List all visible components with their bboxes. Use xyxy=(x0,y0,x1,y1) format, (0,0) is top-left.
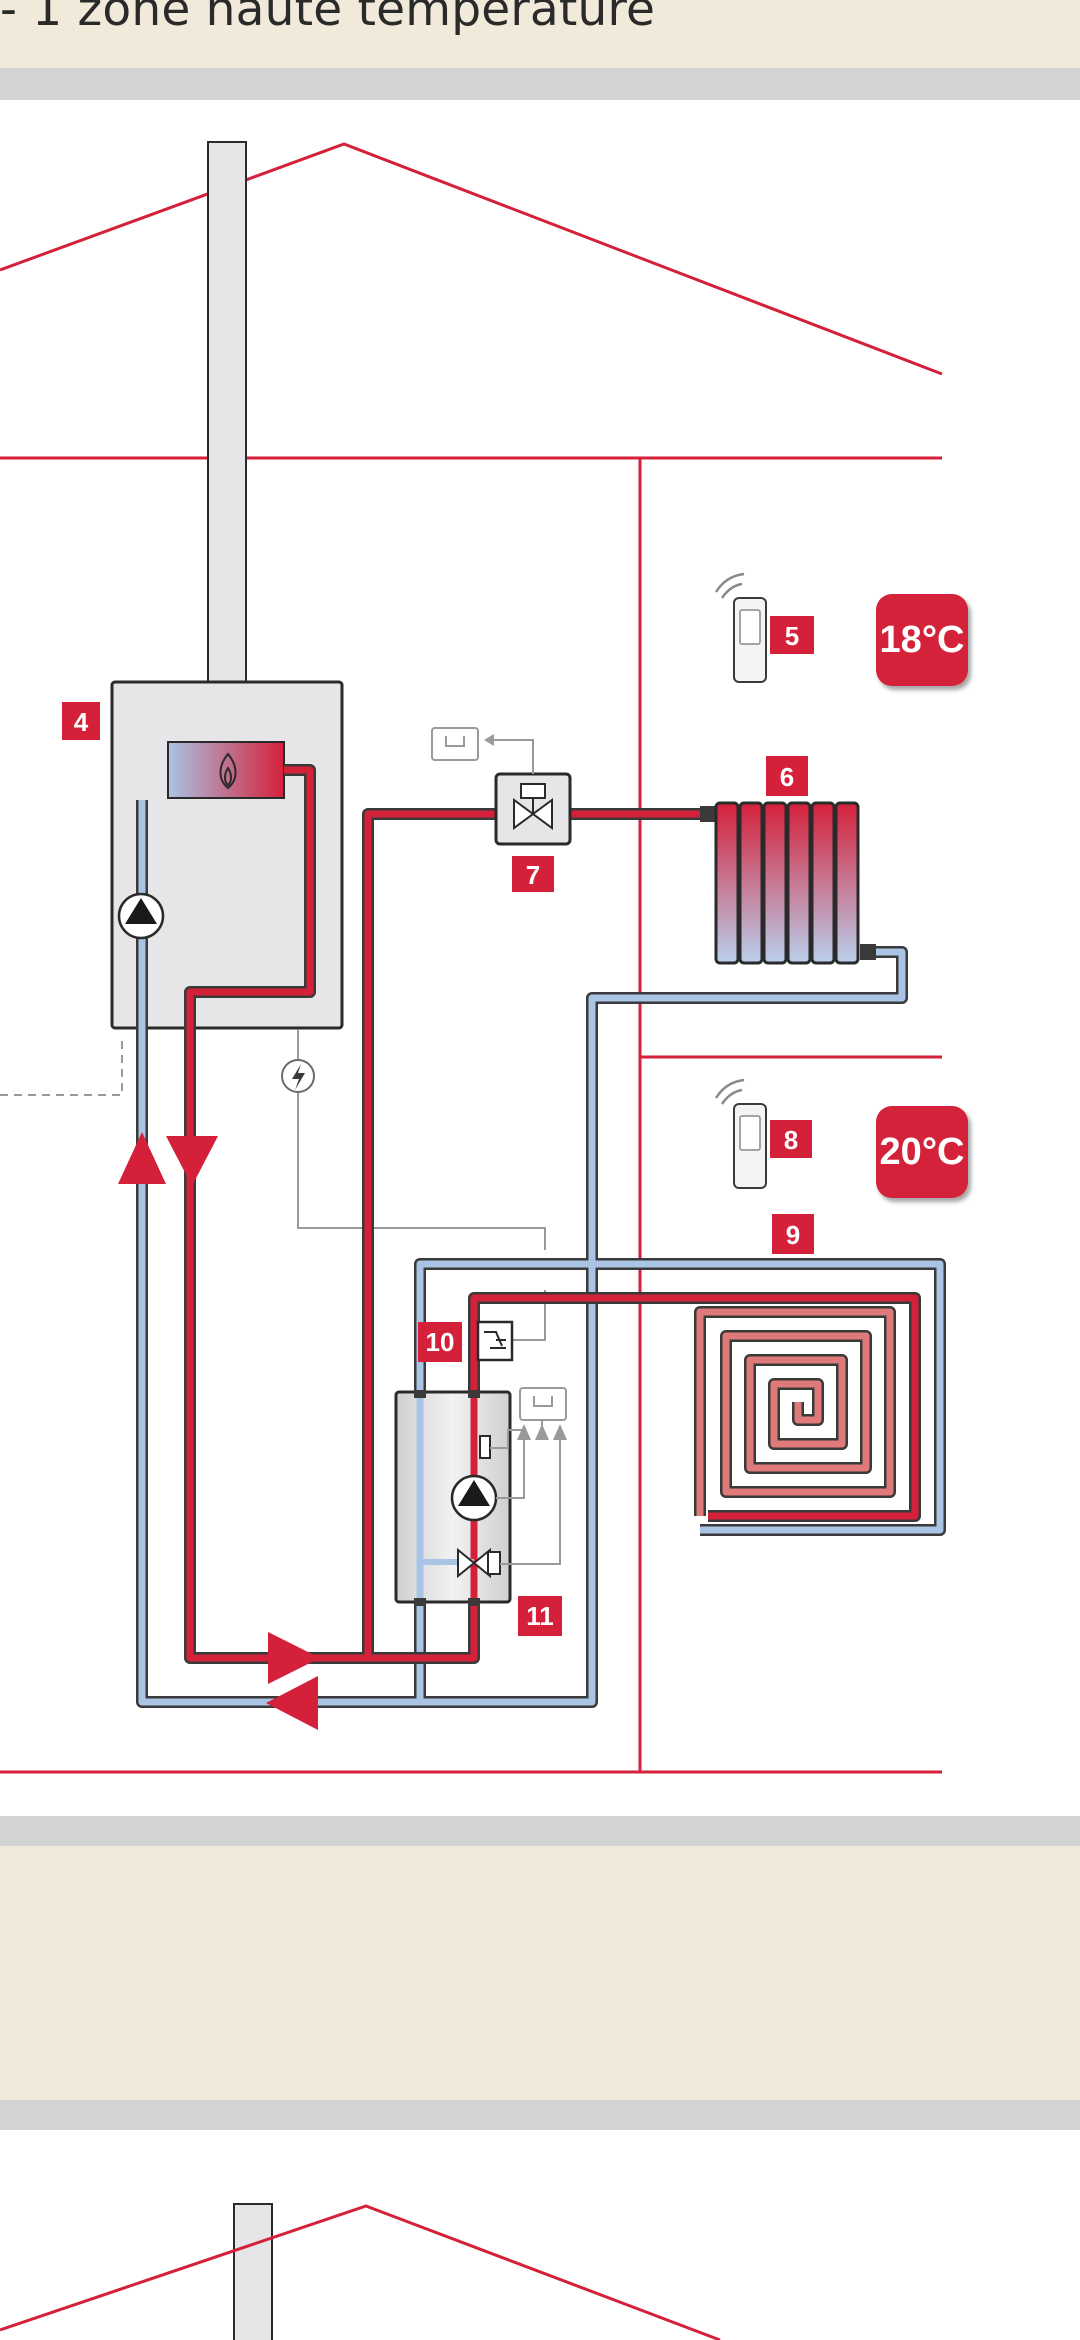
svg-text:8: 8 xyxy=(784,1125,798,1155)
valve-icon xyxy=(494,772,572,846)
floor-heating-icon xyxy=(694,1306,896,1516)
thermostat-icon xyxy=(519,1387,567,1421)
svg-text:6: 6 xyxy=(780,762,794,792)
temperature-badge-lower: 20°C xyxy=(876,1106,968,1198)
house-outline-next xyxy=(0,2203,721,2340)
sensor-icon xyxy=(479,1435,491,1459)
control-wire xyxy=(297,1030,546,1250)
hot-supply-pipes xyxy=(184,764,921,1664)
svg-text:9: 9 xyxy=(786,1220,800,1250)
switch-icon xyxy=(476,1320,514,1362)
label-radiator: 6 xyxy=(766,756,808,796)
pump-icon xyxy=(450,1474,498,1522)
flame-icon xyxy=(219,752,237,790)
flow-arrow-icon xyxy=(118,1132,320,1730)
top-divider-strip xyxy=(0,68,1080,100)
external-dashed-line xyxy=(0,1040,123,1096)
radiator-icon xyxy=(700,801,876,965)
label-thermostat-top: 5 xyxy=(770,616,814,654)
label-floor-heating: 9 xyxy=(772,1214,814,1254)
label-boiler: 4 xyxy=(62,702,100,740)
svg-text:18°C: 18°C xyxy=(880,619,965,661)
mixing-unit xyxy=(394,1390,512,1606)
svg-text:7: 7 xyxy=(526,860,540,890)
temperature-badge-upper: 18°C xyxy=(876,594,968,686)
house-outline xyxy=(0,142,943,1774)
electric-icon xyxy=(281,1059,315,1093)
svg-text:10: 10 xyxy=(426,1327,455,1357)
svg-text:20°C: 20°C xyxy=(880,1131,965,1173)
thermostat-icon xyxy=(714,572,767,683)
thermostat-icon xyxy=(431,727,534,774)
svg-text:11: 11 xyxy=(526,1601,554,1631)
svg-text:5: 5 xyxy=(785,621,799,651)
chimney xyxy=(207,141,247,685)
label-thermostat-bottom: 8 xyxy=(770,1120,812,1158)
mid-divider-strip-top xyxy=(0,1816,1080,1846)
label-mixing-unit: 11 xyxy=(518,1596,562,1636)
page-title: - 1 zone haute température xyxy=(0,0,656,37)
top-banner: - 1 zone haute température xyxy=(0,0,1080,68)
label-switch: 10 xyxy=(418,1322,462,1362)
flow-arrow-icon xyxy=(517,1424,567,1440)
mid-banner xyxy=(0,1846,1080,2100)
thermostat-icon xyxy=(714,1078,767,1189)
pump-icon xyxy=(117,892,165,940)
label-valve: 7 xyxy=(512,856,554,892)
control-wire-2 xyxy=(512,1290,546,1341)
svg-text:4: 4 xyxy=(74,707,89,737)
mid-divider-strip-bottom xyxy=(0,2100,1080,2130)
